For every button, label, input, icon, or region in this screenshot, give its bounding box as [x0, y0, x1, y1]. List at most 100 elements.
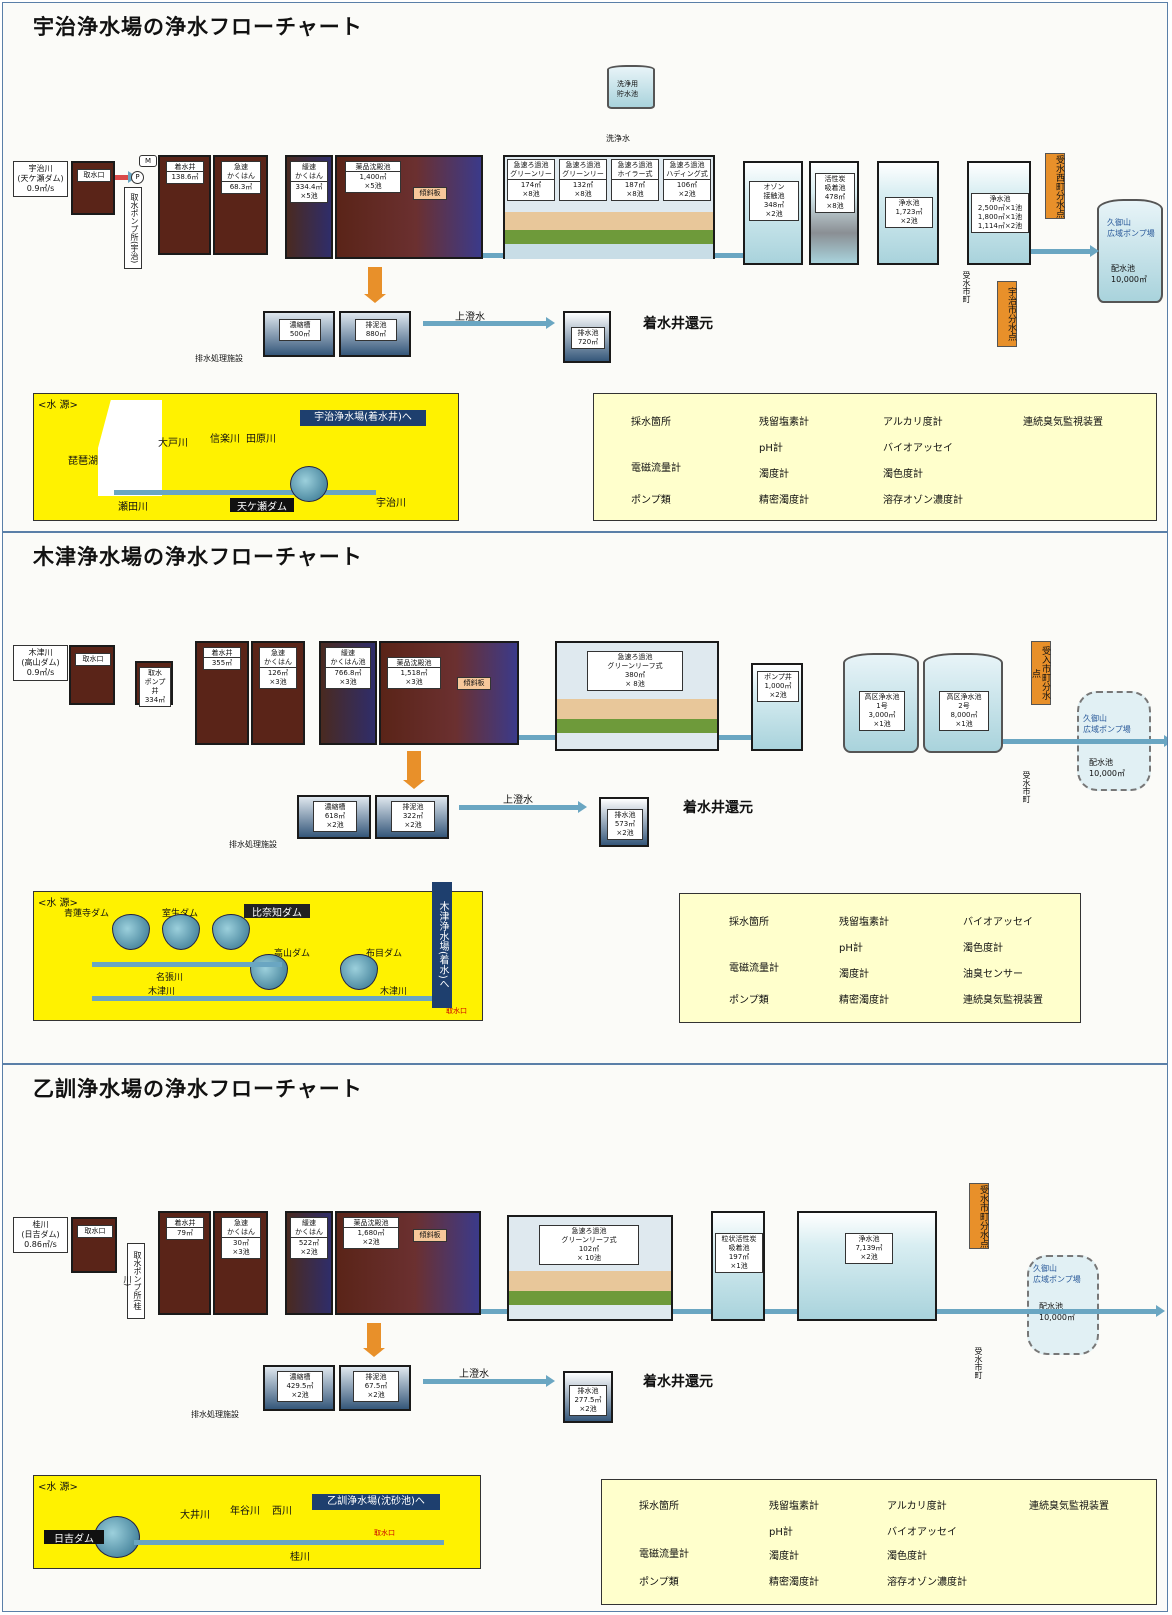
dam-icon: [112, 914, 150, 950]
filter-spec: 174㎡ ×8池: [507, 179, 555, 201]
uji-section: 宇治浄水場の浄水フローチャート 宇治川 (天ケ瀬ダム) 0.9㎥/s 取水口 取…: [2, 2, 1168, 532]
rapid-mix: 急速 かくはん池 126㎥ ×3池: [251, 641, 305, 745]
legend-item: ポンプ類: [729, 995, 769, 1006]
pump-well-2: ポンプ井 1,000㎥ ×2池: [751, 663, 803, 751]
river-label: 年谷川: [230, 1506, 260, 1517]
intake-tank: 取水口: [69, 645, 115, 705]
legend-item: アルカリ度計: [883, 417, 943, 428]
ozone-tank: オゾン 接触池 348㎥ ×2池: [743, 161, 803, 265]
sludge-tank-1: 濃縮槽 500㎥: [263, 311, 335, 357]
sludge-1-label: 濃縮槽 500㎥: [279, 319, 321, 341]
river-label: 西川: [272, 1506, 292, 1517]
branch-2-label: 受水市町: [1022, 771, 1031, 803]
pipe: [1031, 245, 1099, 257]
water-source-panel: <水 源> 琵琶湖 大戸川 信楽川 田原川 瀬田川 天ケ瀬ダム 宇治川 宇治浄水…: [33, 393, 459, 521]
filter-spec: 132㎡ ×8池: [559, 179, 607, 201]
gac-tank: 粒状活性炭 吸着池 197㎡ ×1池: [711, 1211, 765, 1321]
intake-label: 取水口: [446, 1007, 467, 1015]
legend-item: 電磁流量計: [639, 1549, 689, 1560]
sludge-arrow: [364, 267, 386, 303]
legend-item: 精密濁度計: [769, 1577, 819, 1588]
dest-label: 木津浄水場(着水)へ: [432, 882, 452, 1008]
tank-spec: 30㎥ ×3池: [221, 1237, 261, 1259]
intake-label: 取水口: [77, 1225, 113, 1238]
tank-name: 緩速 かくはん池: [325, 647, 371, 669]
disposal-label: 排水処理施設: [229, 840, 277, 849]
supernatant-label: 上澄水: [459, 1369, 489, 1380]
dam-label: 青蓮寺ダム: [64, 909, 110, 919]
wash-tank-label: 洗浄用 貯水池: [617, 80, 638, 98]
receiving-well: 着水井 138.6㎥: [158, 155, 211, 255]
legend-item: 油臭センサー: [963, 969, 1023, 980]
pump-well-2-label: ポンプ井 1,000㎥ ×2池: [757, 671, 799, 702]
pump-well-label: 取水 ポンプ井 334㎥: [139, 667, 171, 707]
tank-spec: 138.6㎥: [166, 171, 204, 184]
waste-pond: 排水池 573㎥ ×2池: [599, 797, 649, 847]
legend-item: 濁度計: [759, 469, 789, 480]
supernatant-pipe: [459, 801, 587, 813]
dam-icon: [162, 914, 200, 950]
source-panel-title: <水 源>: [38, 1482, 78, 1493]
legend-item: ポンプ類: [639, 1577, 679, 1588]
legend-item: 溶存オゾン濃度計: [887, 1577, 967, 1588]
legend-item: 濁度計: [839, 969, 869, 980]
wash-water-label: 洗浄水: [606, 134, 630, 143]
intake-tank: 取水口: [71, 161, 115, 215]
legend-panel: [593, 393, 1157, 521]
disposal-label: 排水処理施設: [195, 354, 243, 363]
water-source-panel: <水 源> 青蓮寺ダム 室生ダム 比奈知ダム 高山ダム 布目ダム 名張川 木津川…: [33, 882, 483, 1021]
return-label: 着水井還元: [683, 800, 753, 816]
reservoir-tank-label: 配水池 10,000㎥: [1089, 758, 1125, 778]
clear-well-label: 浄水池 7,139㎥ ×2池: [845, 1233, 893, 1264]
legend-item: 連続臭気監視装置: [963, 995, 1043, 1006]
river-label: 名張川: [156, 973, 184, 983]
intake-label: 取水口: [374, 1529, 395, 1537]
sludge-2-label: 排泥池 322㎥ ×2池: [391, 801, 435, 832]
river-label: 田原川: [246, 434, 276, 445]
dam-icon: [250, 954, 288, 990]
lake-label: 琵琶湖: [68, 456, 98, 467]
legend-item: 精密濁度計: [759, 495, 809, 506]
supernatant-label: 上澄水: [455, 312, 485, 323]
out-river-label: 宇治川: [376, 498, 406, 509]
dam-icon: [340, 954, 378, 990]
sedimentation-basin: 薬品沈殿池 1,680㎥ ×2池 傾斜板: [335, 1211, 481, 1315]
pipe: [481, 1309, 507, 1314]
pipe: [1003, 735, 1167, 747]
tank-spec: 334.4㎥ ×5池: [290, 181, 328, 203]
legend-item: 採水箇所: [631, 417, 671, 428]
legend-item: pH計: [769, 1527, 793, 1538]
sludge-tank-2: 排泥池 322㎥ ×2池: [375, 795, 449, 839]
dest-label: 宇治浄水場(着水井)へ: [300, 410, 426, 426]
sedimentation-basin: 薬品沈殿池 1,518㎥ ×3池 傾斜板: [379, 641, 519, 745]
tank-spec: 68.3㎥: [221, 181, 261, 194]
legend-item: 濁色度計: [883, 469, 923, 480]
filter-bank: 急速ろ過池 グリーンリーフ式 102㎡ × 10池: [507, 1215, 673, 1321]
reservoir-label: 久御山 広域ポンプ場: [1107, 218, 1155, 238]
section-title: 宇治浄水場の浄水フローチャート: [33, 15, 363, 39]
filter-bank: 急速ろ過池 グリーンリーフ式 380㎡ × 8池: [555, 641, 719, 751]
rapid-mix: 急速 かくはん池 68.3㎥: [213, 155, 268, 255]
legend-item: 連続臭気監視装置: [1023, 417, 1103, 428]
high-tank-2-label: 高区浄水池 2号 8,000㎥ ×1池: [939, 691, 989, 731]
legend-item: pH計: [759, 443, 783, 454]
branch-point-2: 宇治市分水点: [997, 281, 1017, 347]
slow-mix: 緩速 かくはん池 522㎥ ×2池: [285, 1211, 333, 1315]
pipe: [115, 171, 137, 183]
reservoir-label: 久御山 広域ポンプ場: [1033, 1264, 1081, 1284]
tank-spec: 1,680㎥ ×2池: [343, 1227, 399, 1249]
sludge-2-label: 排泥池 67.5㎥ ×2池: [353, 1371, 399, 1402]
filter-spec: 106㎡ ×2池: [663, 179, 711, 201]
section-title: 乙訓浄水場の浄水フローチャート: [33, 1077, 363, 1101]
return-label: 着水井還元: [643, 1374, 713, 1390]
river-label: 大井川: [180, 1510, 210, 1521]
pipe: [719, 735, 751, 740]
legend-item: 残留塩素計: [759, 417, 809, 428]
branch-point-1: 受水西町分水点: [1045, 153, 1065, 219]
filter-label: 急速ろ過池 ハディング式: [663, 159, 711, 181]
dam-icon: [212, 914, 250, 950]
waste-pond: 排水池 720㎥: [563, 311, 611, 363]
rapid-mix: 急速 かくはん池 30㎥ ×3池: [213, 1211, 268, 1315]
filter-bank: 急速ろ過池 グリーンリーフ式 174㎡ ×8池 急速ろ過池 グリーンリーフ式 1…: [503, 155, 715, 259]
disposal-label: 排水処理施設: [191, 1410, 239, 1419]
